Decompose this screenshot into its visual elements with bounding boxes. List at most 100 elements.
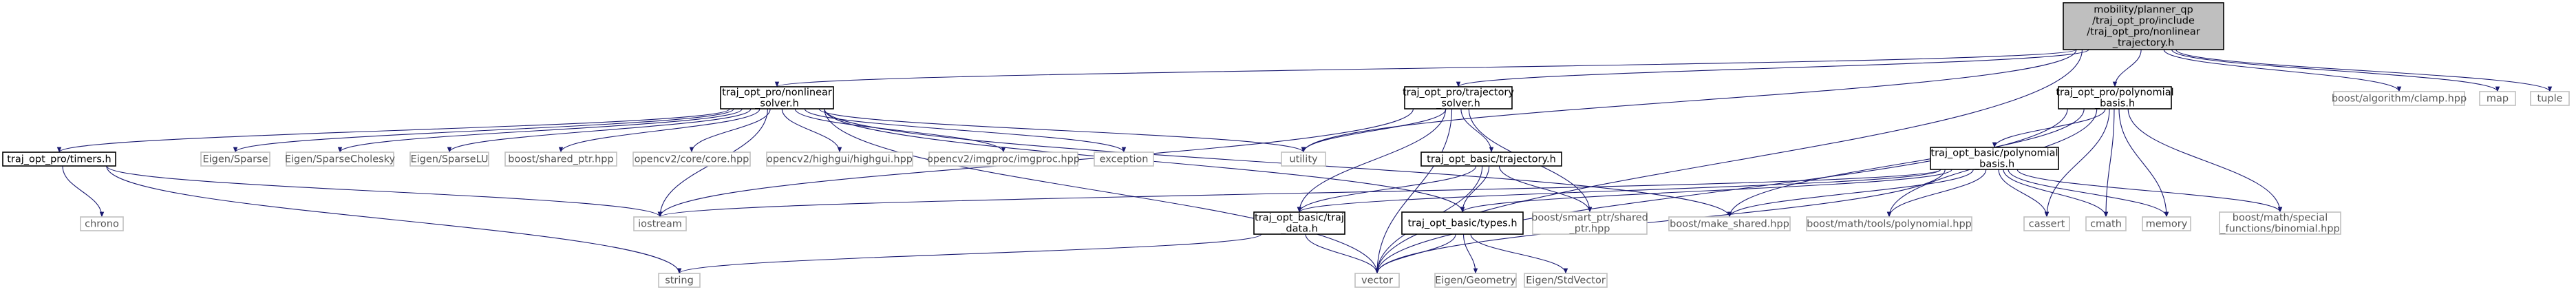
node-basic_trajectory[interactable]: traj_opt_basic/trajectory.h — [1420, 152, 1562, 167]
edge-polynomial_basis-to-memory — [2118, 108, 2169, 218]
edge-trajectory_solver-to-basic_trajectory — [1460, 108, 1494, 153]
node-label-root: mobility/planner_qp — [2094, 5, 2193, 16]
node-box-eigen_sparse_cholesky — [286, 152, 394, 167]
edge-nonlinear_solver-to-opencv_imgproc — [794, 108, 1006, 153]
edge-timers-to-iostream — [106, 165, 663, 218]
edge-basic_polynomial_basis-to-boost_math_polynomial — [1886, 169, 1987, 218]
edge-basic_types-to-eigen_stdvector — [1470, 233, 1568, 274]
node-boost_make_shared: boost/make_shared.hpp — [1668, 216, 1791, 231]
node-box-tuple — [2530, 91, 2570, 106]
node-box-vector — [1354, 273, 1400, 288]
node-label-opencv_highgui: opencv2/highgui/highgui.hpp — [767, 154, 913, 165]
edge-basic_traj_data-to-vector — [1305, 233, 1380, 274]
edge-root-to-trajectory_solver — [1456, 49, 2089, 87]
node-memory: memory — [2142, 216, 2191, 231]
edge-nonlinear_solver-to-eigen_sparse_cholesky — [337, 108, 743, 153]
node-nonlinear_solver[interactable]: traj_opt_pro/nonlinear_solver.h — [720, 86, 834, 110]
node-timers[interactable]: traj_opt_pro/timers.h — [2, 152, 116, 167]
node-cassert: cassert — [2023, 216, 2070, 231]
node-opencv_highgui: opencv2/highgui/highgui.hpp — [766, 152, 913, 167]
edge-nonlinear_solver-to-exception — [804, 108, 1127, 153]
edge-basic_polynomial_basis-to-cmath — [2003, 169, 2109, 218]
node-trajectory_solver[interactable]: traj_opt_pro/trajectory_solver.h — [1403, 86, 1514, 110]
edge-root-to-utility — [1301, 49, 2077, 153]
edge-basic_polynomial_basis-to-vector — [1374, 169, 1946, 274]
node-polynomial_basis[interactable]: traj_opt_pro/polynomial_basis.h — [2056, 86, 2174, 110]
node-label-cassert: cassert — [2029, 219, 2065, 230]
node-cmath: cmath — [2085, 216, 2127, 231]
node-label-vector: vector — [1361, 275, 1393, 286]
node-box-boost_binomial — [2219, 211, 2341, 235]
node-label-eigen_sparse_lu: Eigen/SparseLU — [410, 154, 488, 165]
node-label-trajectory_solver: _solver.h — [1436, 98, 1480, 110]
node-label-opencv_core: opencv2/core/core.hpp — [635, 154, 749, 165]
edge-nonlinear_solver-to-opencv_highgui — [781, 108, 842, 153]
node-basic_polynomial_basis[interactable]: traj_opt_basic/polynomial_basis.h — [1930, 147, 2059, 170]
edge-basic_polynomial_basis-to-basic_traj_data — [1297, 169, 1941, 213]
node-boost_binomial: boost/math/special_functions/binomial.hp… — [2219, 211, 2341, 235]
node-label-eigen_geometry: Eigen/Geometry — [1435, 275, 1516, 286]
node-label-basic_trajectory: traj_opt_basic/trajectory.h — [1427, 154, 1556, 165]
node-opencv_core: opencv2/core/core.hpp — [632, 152, 751, 167]
edge-nonlinear_solver-to-utility — [818, 108, 1306, 153]
edge-polynomial_basis-to-cmath — [2103, 108, 2115, 218]
node-box-opencv_highgui — [766, 152, 913, 167]
node-label-basic_traj_data: _data.h — [1280, 224, 1318, 235]
edge-basic_types-to-eigen_geometry — [1462, 233, 1478, 274]
node-label-tuple: tuple — [2537, 94, 2562, 105]
edge-basic_polynomial_basis-to-boost_binomial — [2016, 169, 2283, 213]
node-label-utility: utility — [1289, 154, 1318, 165]
node-chrono: chrono — [80, 216, 124, 231]
node-label-opencv_imgproc: opencv2/imgproc/imgproc.hpp — [927, 154, 1080, 165]
node-boost_clamp: boost/algorithm/clamp.hpp — [2332, 91, 2467, 106]
edge-basic_traj_data-to-string — [677, 233, 1262, 274]
edge-timers-to-string — [106, 165, 682, 274]
node-box-utility — [1281, 152, 1326, 167]
node-root[interactable]: mobility/planner_qp/traj_opt_pro/include… — [2063, 2, 2224, 50]
edge-polynomial_basis-to-boost_make_shared — [1727, 108, 2085, 218]
edge-root-to-tuple — [2175, 49, 2553, 92]
edge-basic_trajectory-to-basic_traj_data — [1297, 165, 1477, 213]
node-label-iostream: iostream — [638, 219, 682, 230]
edge-nonlinear_solver-to-eigen_sparse — [233, 108, 734, 153]
node-box-opencv_imgproc — [928, 152, 1078, 167]
node-basic_types[interactable]: traj_opt_basic/types.h — [1401, 211, 1524, 235]
node-eigen_sparse_cholesky: Eigen/SparseCholesky — [285, 152, 396, 167]
node-box-boost_smart_ptr_shared — [1532, 211, 1648, 235]
edge-trajectory_solver-to-utility — [1301, 108, 1447, 153]
node-vector: vector — [1354, 273, 1400, 288]
edge-root-to-boost_clamp — [2163, 49, 2402, 92]
edge-trajectory_solver-to-basic_traj_data — [1297, 108, 1447, 213]
node-label-eigen_stdvector: Eigen/StdVector — [1526, 275, 1606, 286]
node-label-string: string — [665, 275, 694, 286]
node-box-eigen_stdvector — [1524, 273, 1608, 288]
node-label-eigen_sparse: Eigen/Sparse — [202, 154, 268, 165]
node-label-timers: traj_opt_pro/timers.h — [7, 154, 111, 165]
node-iostream: iostream — [633, 216, 687, 231]
edge-nonlinear_solver-to-vector — [824, 108, 1380, 274]
file-nodes: mobility/planner_qp/traj_opt_pro/include… — [2, 2, 2570, 288]
node-box-memory — [2142, 216, 2191, 231]
edge-root-to-nonlinear_solver — [775, 49, 2077, 87]
node-basic_traj_data[interactable]: traj_opt_basic/traj_data.h — [1253, 211, 1345, 235]
node-utility: utility — [1281, 152, 1326, 167]
node-label-polynomial_basis: _basis.h — [2094, 98, 2135, 110]
node-label-cmath: cmath — [2090, 219, 2122, 230]
node-boost_math_polynomial: boost/math/tools/polynomial.hpp — [1806, 216, 1972, 231]
node-box-boost_clamp — [2333, 91, 2465, 106]
node-box-iostream — [633, 216, 687, 231]
node-label-boost_smart_ptr_shared: _ptr.hpp — [1569, 224, 1610, 235]
node-box-chrono — [80, 216, 124, 231]
edge-basic_trajectory-to-boost_smart_ptr_shared — [1498, 165, 1593, 213]
edge-polynomial_basis-to-cassert — [2044, 108, 2110, 218]
node-box-boost_math_polynomial — [1806, 216, 1972, 231]
node-box-trajectory_solver — [1404, 86, 1513, 110]
edge-basic_polynomial_basis-to-basic_types — [1460, 169, 1952, 213]
node-label-eigen_sparse_cholesky: Eigen/SparseCholesky — [285, 154, 396, 165]
node-box-basic_types — [1401, 211, 1524, 235]
node-label-boost_smart_ptr_shared: boost/smart_ptr/shared — [1531, 213, 1648, 224]
node-opencv_imgproc: opencv2/imgproc/imgproc.hpp — [927, 152, 1080, 167]
node-label-root: /traj_opt_pro/nonlinear — [2087, 27, 2200, 38]
edge-nonlinear_solver-to-boost_shared_ptr — [558, 108, 760, 153]
